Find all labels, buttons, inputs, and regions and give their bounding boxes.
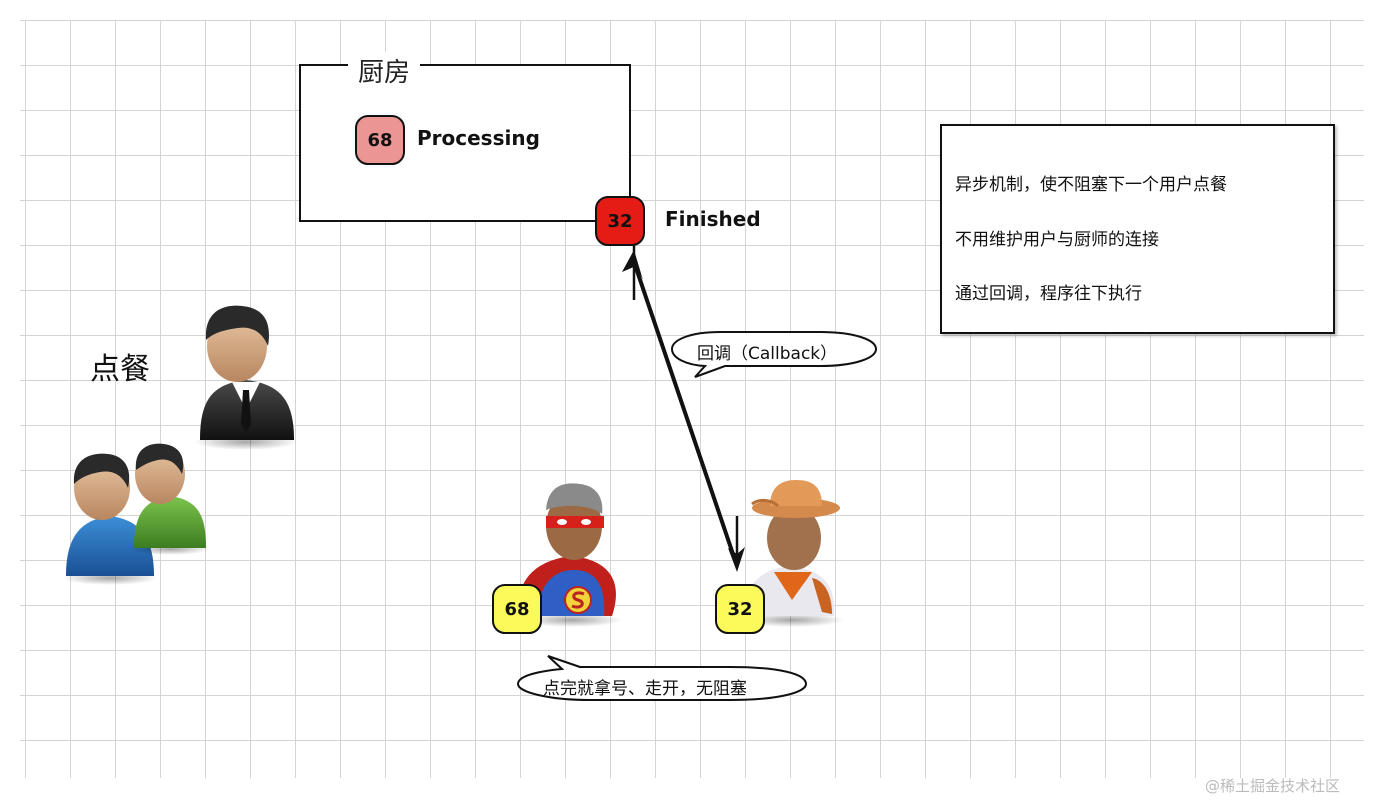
- callback-bubble-text: 回调（Callback）: [697, 344, 838, 364]
- note-callback: 通过回调，程序往下执行: [955, 284, 1142, 304]
- person-blue-icon: [62, 453, 158, 585]
- notes-box: 异步机制，使不阻塞下一个用户点餐 不用维护用户与厨师的连接 通过回调，程序往下执…: [940, 124, 1335, 334]
- note-async: 异步机制，使不阻塞下一个用户点餐: [955, 175, 1227, 195]
- kitchen-box: [299, 64, 631, 222]
- finished-label: Finished: [665, 207, 761, 231]
- note-no-connection: 不用维护用户与厨师的连接: [955, 230, 1159, 250]
- processing-label: Processing: [417, 126, 540, 150]
- cowboy-icon: [740, 480, 844, 627]
- customer-bubble-text: 点完就拿号、走开，无阻塞: [543, 679, 747, 699]
- watermark: @稀土掘金技术社区: [1205, 777, 1341, 795]
- person-green-icon: [130, 443, 210, 555]
- callback-arrow: [622, 240, 745, 572]
- kitchen-title: 厨房: [348, 52, 421, 89]
- superhero-icon: [519, 483, 622, 627]
- order-label: 点餐: [90, 352, 150, 387]
- customer-speech-bubble: [516, 655, 808, 701]
- customer-ticket-68: 68: [492, 584, 542, 634]
- person-suit-icon: [194, 305, 298, 450]
- finished-ticket-badge: 32: [595, 196, 645, 246]
- processing-ticket-badge: 68: [355, 115, 405, 165]
- callback-speech-bubble: [670, 331, 878, 378]
- customer-ticket-32: 32: [715, 584, 765, 634]
